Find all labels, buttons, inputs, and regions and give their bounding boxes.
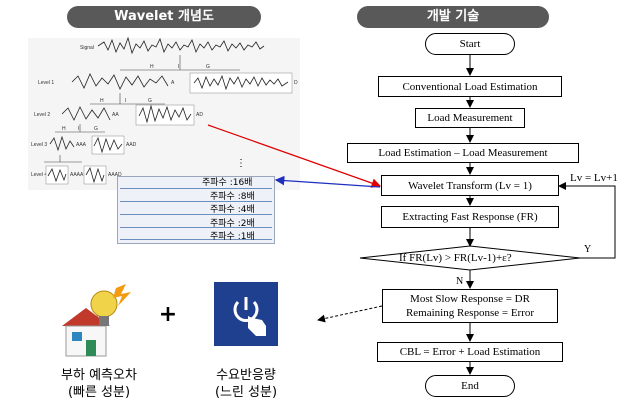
level1-approx-waveform — [71, 73, 169, 90]
level1-d-label: D — [294, 80, 298, 86]
level1-a-label: A — [171, 80, 175, 86]
tree-i1: I — [178, 64, 179, 70]
level2-label: Level 2 — [34, 112, 50, 118]
no-label: N — [456, 276, 464, 287]
frequency-panel: 주파수 :16배 주파수 :8배 주파수 :4배 주파수 :2배 주파수 :1배 — [117, 176, 275, 244]
demand-response-line2: (느린 성분) — [214, 385, 278, 400]
frequency-trace — [120, 239, 272, 240]
decision-text: If FR(Lv) > FR(Lv-1)+ε? — [399, 252, 512, 264]
plus-sign: + — [158, 302, 178, 327]
demand-response-line1: 수요반응량 — [216, 368, 276, 383]
wavelet-concept-title: Wavelet 개념도 — [67, 6, 261, 28]
level4-aaad-label: AAAD — [108, 172, 122, 178]
load-difference-box: Load Estimation – Load Measurement — [347, 143, 579, 163]
level3-aad-label: AAD — [126, 142, 137, 148]
development-tech-title: 개발 기술 — [357, 6, 549, 28]
level2-detail-waveform — [138, 104, 192, 124]
signal-waveform — [97, 36, 265, 55]
frequency-label-8: 주파수 :8배 — [210, 192, 255, 202]
house-bulb-icon — [62, 284, 131, 357]
tree-h2: H — [100, 98, 104, 104]
level3-approx-waveform — [49, 135, 75, 152]
level2-aa-label: AA — [112, 112, 119, 118]
cbl-box: CBL = Error + Load Estimation — [377, 342, 563, 362]
level4-aaaa-label: AAAA — [70, 172, 84, 178]
red-arrow — [207, 124, 382, 188]
level4-label: Level 4 — [31, 172, 47, 178]
tree-h1: H — [150, 64, 154, 70]
vertical-ellipsis: ⋮ — [236, 158, 246, 169]
load-measurement-box: Load Measurement — [415, 108, 525, 128]
dashed-arrow — [317, 305, 383, 323]
signal-label: Signal — [80, 45, 94, 51]
demand-response-caption: 수요반응량 (느린 성분) — [196, 367, 296, 401]
load-error-line2: (빠른 성분) — [67, 385, 131, 400]
conventional-load-estimation-box: Conventional Load Estimation — [378, 76, 562, 97]
load-error-caption: 부하 예측오차 (빠른 성분) — [40, 367, 158, 401]
frequency-trace — [120, 227, 272, 228]
frequency-label-1: 주파수 :1배 — [210, 232, 255, 242]
power-touch-icon — [214, 282, 278, 346]
dr-error-box: Most Slow Response = DR Remaining Respon… — [382, 289, 558, 323]
frequency-trace — [120, 188, 272, 189]
level2-approx-waveform — [61, 106, 111, 121]
level3-label: Level 3 — [31, 142, 47, 148]
frequency-trace — [120, 214, 272, 215]
frequency-label-16: 주파수 :16배 — [202, 178, 253, 188]
level4-approx-waveform — [47, 168, 67, 183]
level3-detail-waveform — [93, 136, 123, 154]
tree-i2: I — [125, 98, 126, 104]
frequency-label-4: 주파수 :4배 — [210, 205, 255, 215]
load-error-line1: 부하 예측오차 — [61, 368, 137, 383]
tree-i3: I — [78, 126, 79, 132]
level4-detail-waveform — [85, 166, 105, 184]
frequency-trace — [120, 201, 272, 202]
remaining-response-text: Remaining Response = Error — [405, 307, 535, 319]
extract-fast-response-box: Extracting Fast Response (FR) — [381, 206, 559, 228]
wavelet-transform-box: Wavelet Transform (Lv = 1) — [381, 175, 559, 196]
tree-g1: G — [206, 64, 210, 70]
frequency-label-2: 주파수 :2배 — [210, 219, 255, 229]
decision-diamond — [359, 245, 581, 271]
start-terminal: Start — [425, 33, 515, 55]
tree-g3: G — [94, 126, 98, 132]
level1-detail-waveform — [193, 74, 289, 91]
tree-g2: G — [148, 98, 152, 104]
tree-h3: H — [62, 126, 66, 132]
wavelet-tree-figure: Signal H I G Level 1 A D H I G Level 2 A… — [28, 36, 300, 190]
level2-ad-label: AD — [196, 112, 203, 118]
blue-arrow — [274, 175, 381, 188]
level1-label: Level 1 — [38, 80, 54, 86]
yes-label: Y — [584, 244, 592, 255]
level3-aaa-label: AAA — [76, 142, 87, 148]
flow-connectors — [466, 55, 616, 375]
level-increment-label: Lv = Lv+1 — [570, 172, 618, 184]
most-slow-response-text: Most Slow Response = DR — [410, 293, 530, 305]
end-terminal: End — [425, 375, 515, 397]
